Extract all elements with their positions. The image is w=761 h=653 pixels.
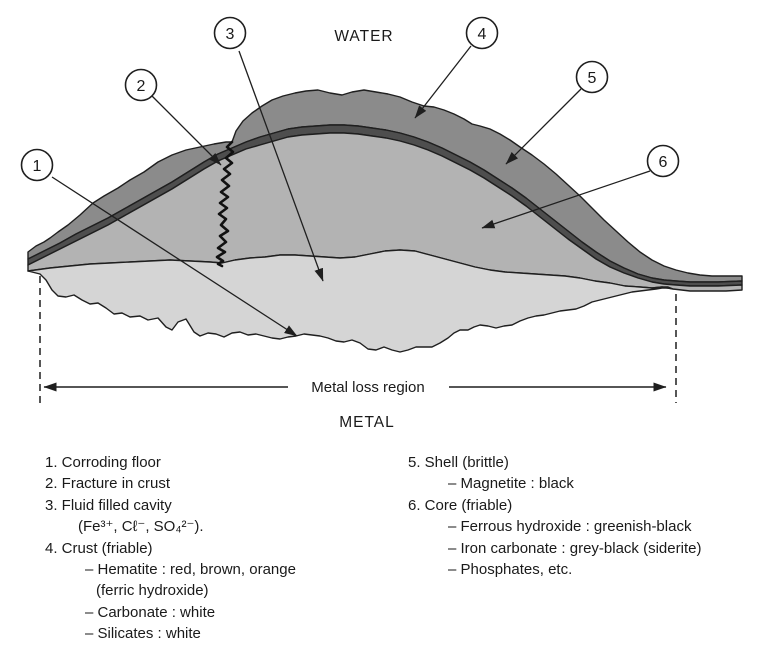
metal-loss-region-label: Metal loss region: [311, 379, 424, 396]
callout-6-circle: [646, 144, 680, 178]
callout-3-arrow: [238, 50, 324, 282]
fracture-crack: [215, 140, 235, 268]
legend-item-iron-carbonate: – Iron carbonate : grey-black (siderite): [448, 539, 702, 557]
legend-item-silicates: – Silicates : white: [85, 625, 201, 643]
callout-4-circle: [465, 16, 499, 50]
legend-item-corroding-floor: 1. Corroding floor: [45, 454, 161, 471]
callout-2-circle: [124, 68, 158, 102]
legend-item-fracture: 2. Fracture in crust: [45, 475, 171, 493]
tubercle-diagram-canvas: 1 2 3 4 5 6 WATER Metal loss region META…: [20, 16, 743, 431]
legend-left-column: 1. Corroding floor 2. Fracture in crust …: [45, 452, 296, 645]
metal-label: METAL: [339, 414, 395, 431]
callout-3-number: 3: [226, 26, 235, 43]
legend-item-magnetite: – Magnetite : black: [448, 475, 574, 493]
cavity-layer: [27, 249, 674, 353]
callout-4-arrow: [414, 45, 472, 119]
callout-6-number: 6: [659, 154, 668, 171]
water-label: WATER: [334, 28, 393, 45]
callout-2-number: 2: [137, 78, 146, 95]
legend-item-ferric-hydroxide: (ferric hydroxide): [96, 582, 209, 600]
callout-2-arrow: [151, 95, 222, 166]
callout-1-circle: [20, 148, 54, 182]
legend-item-cavity-formula: (Fe³⁺, Cℓ⁻, SO₄²⁻).: [78, 518, 204, 536]
legend-item-carbonate: – Carbonate : white: [85, 603, 216, 621]
callout-1-number: 1: [33, 158, 42, 175]
callout-6-arrow: [481, 170, 651, 229]
callout-5-circle: [575, 60, 609, 94]
legend-item-phosphates: – Phosphates, etc.: [448, 561, 573, 579]
legend-item-shell: 5. Shell (brittle): [408, 454, 509, 471]
callout-1-arrow: [51, 176, 298, 337]
legend-item-cavity: 3. Fluid filled cavity: [45, 496, 172, 514]
legend-item-crust: 4. Crust (friable): [45, 539, 153, 557]
callout-3-circle: [213, 16, 247, 50]
callout-5-arrow: [505, 88, 582, 165]
legend-item-hematite: – Hematite : red, brown, orange: [85, 561, 296, 579]
legend-item-ferrous-hydroxide: – Ferrous hydroxide : greenish-black: [448, 518, 692, 536]
callout-5-number: 5: [588, 70, 597, 87]
legend-right-column: 5. Shell (brittle) – Magnetite : black 6…: [408, 452, 701, 580]
callout-4-number: 4: [478, 26, 487, 43]
legend-item-core: 6. Core (friable): [408, 496, 513, 514]
